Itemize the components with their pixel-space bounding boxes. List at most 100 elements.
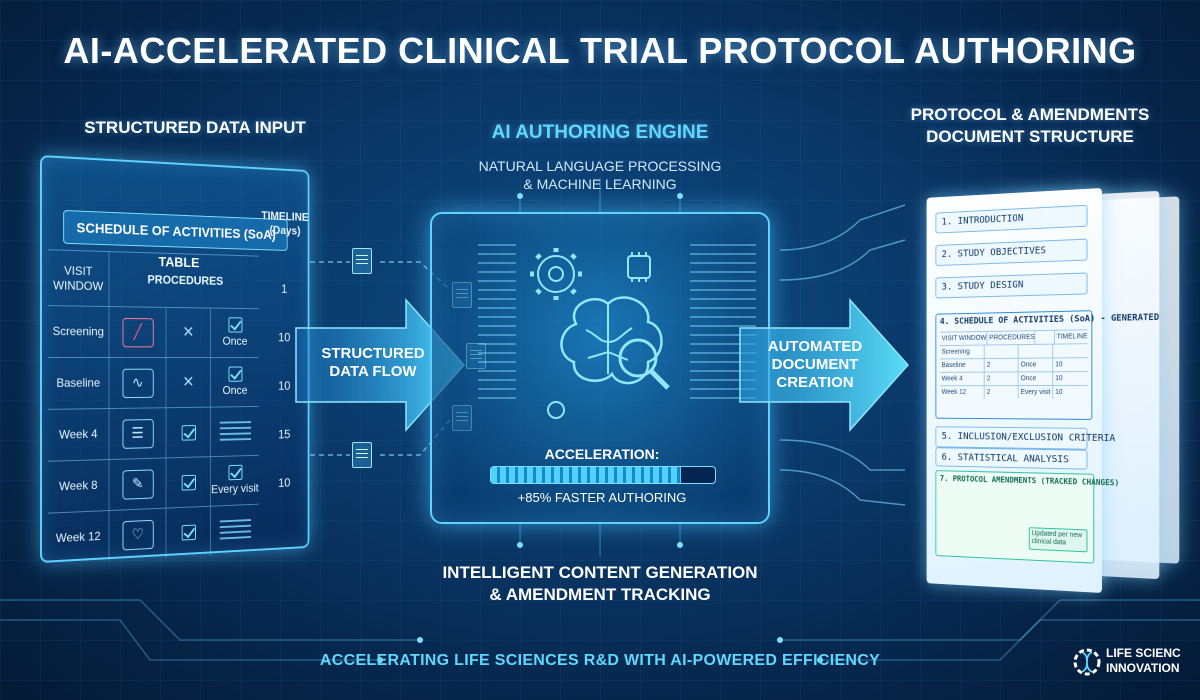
frequency-cell: Every visit [211, 481, 259, 497]
clipboard-icon: ☰ [122, 418, 154, 449]
table-row: Week 12 2 Every visit 10 [939, 385, 1088, 399]
table-cell: VISIT WINDOW [941, 334, 987, 343]
ai-engine-box: ACCELERATION: +85% FASTER AUTHORING [430, 212, 770, 524]
doc-section-criteria: 5. INCLUSION/EXCLUSION CRITERIA [935, 426, 1115, 450]
table-row: Baseline 2 Once 10 [939, 357, 1088, 372]
document-structure-label-line1: PROTOCOL & AMENDMENTS [910, 105, 1150, 124]
doc-section-design: 3. STUDY DESIGN [935, 272, 1088, 299]
table-cell: 2 [984, 386, 1018, 399]
engine-subtitle-line2: & MACHINE LEARNING [523, 176, 677, 193]
brain-icon [530, 248, 670, 419]
table-cell: Once [1017, 358, 1053, 372]
brand-name: LIFE SCIENC INNOVATION [1106, 646, 1181, 676]
table-row: Screening [939, 343, 1088, 359]
table-row: Screening ╱ ✕ Once [47, 305, 259, 358]
engine-subtitle-line1: NATURAL LANGUAGE PROCESSING [478, 158, 722, 174]
check-icon [181, 524, 196, 541]
bottom-caption: INTELLIGENT CONTENT GENERATION & AMENDME… [380, 562, 820, 606]
visit-cell: Screening [52, 324, 104, 339]
document-icon [352, 248, 372, 274]
table-cell: Screening [941, 348, 970, 356]
table-row: Baseline ∿ ✕ Once [47, 357, 259, 409]
gear-icon [537, 255, 575, 293]
doc-section-introduction: 1. INTRODUCTION [935, 204, 1088, 234]
amendments-note: Updated per new clinical data [1028, 526, 1088, 553]
document-structure-label: PROTOCOL & AMENDMENTS DOCUMENT STRUCTURE [890, 104, 1170, 148]
acceleration-note: +85% FASTER AUTHORING [517, 490, 687, 505]
table-cell: Week 12 [941, 389, 967, 396]
table-cell: 2 [984, 372, 1018, 386]
check-icon [228, 317, 242, 333]
table-cell: 10 [1052, 386, 1088, 399]
text-lines-icon [219, 518, 251, 541]
frequency-cell: Once [222, 383, 248, 398]
structured-data-flow-label: STRUCTURED DATA FLOW [321, 345, 425, 380]
table-cell: Baseline [941, 362, 966, 369]
x-mark-icon: ✕ [182, 374, 195, 391]
protocol-document: 1. INTRODUCTION 2. STUDY OBJECTIVES 3. S… [926, 188, 1159, 593]
soa-grid: VISIT WINDOW PROCEDURES Screening ╱ ✕ On… [47, 249, 259, 565]
table-row: Week 8 ✎ Every visit [47, 454, 259, 513]
ecg-monitor-icon: ∿ [122, 368, 154, 398]
frequency-cell: Once [222, 334, 248, 348]
table-cell: TIMELINE [1053, 330, 1088, 344]
table-cell: 10 [1052, 372, 1088, 386]
automated-document-creation-arrow [739, 298, 910, 432]
soa-header-row: VISIT WINDOW PROCEDURES [47, 249, 259, 309]
brand-line1: LIFE SCIENC [1106, 646, 1181, 660]
table-row: Week 4 2 Once 10 [939, 371, 1088, 386]
table-cell [1017, 344, 1053, 358]
structured-data-input-label: STRUCTURED DATA INPUT [84, 118, 306, 137]
engine-label: AI AUTHORING ENGINE [491, 122, 709, 143]
table-cell: Once [1017, 372, 1053, 386]
amendments-title: 7. PROTOCOL AMENDMENTS (TRACKED CHANGES) [939, 474, 1120, 488]
visit-cell: Baseline [56, 376, 101, 391]
generated-soa-grid: VISIT WINDOW PROCEDURES TIMELINE Screeni… [939, 329, 1088, 399]
code-lines-left [478, 244, 516, 404]
acceleration-progress-bar [490, 466, 716, 484]
check-icon [228, 366, 242, 383]
table-cell: 2 [984, 358, 1018, 372]
text-lines-icon [219, 420, 251, 443]
visit-cell: Week 12 [55, 529, 101, 546]
timeline-header: TIMELINE (Days) [261, 208, 309, 238]
table-cell [984, 345, 1018, 359]
visit-window-header: VISIT WINDOW [53, 263, 104, 293]
acceleration-progress-fill [491, 467, 682, 483]
table-row: Week 4 ☰ [47, 405, 259, 461]
timeline-value: 10 [278, 474, 291, 490]
acceleration-label: ACCELERATION: [544, 446, 660, 462]
footer-tagline: ACCELERATING LIFE SCIENCES R&D WITH AI-P… [319, 652, 881, 669]
table-cell: PROCEDURES [986, 331, 1035, 345]
bottom-caption-line2: & AMENDMENT TRACKING [489, 585, 711, 605]
document-structure-label-line2: DOCUMENT STRUCTURE [926, 127, 1134, 147]
check-icon [181, 474, 196, 491]
brand-logo: LIFE SCIENC INNOVATION [1070, 640, 1200, 686]
soa-table-panel: SCHEDULE OF ACTIVITIES (SoA) TABLE TIMEL… [40, 155, 310, 565]
bottom-caption-line1: INTELLIGENT CONTENT GENERATION [442, 563, 758, 582]
document-icon [352, 442, 372, 468]
blood-tube-icon: ╱ [122, 317, 154, 347]
table-cell: Week 4 [941, 375, 963, 383]
table-cell: Every visit [1017, 386, 1053, 399]
table-cell [1034, 330, 1054, 344]
brand-line2: INNOVATION [1106, 661, 1180, 675]
table-row: VISIT WINDOW PROCEDURES TIMELINE [939, 329, 1088, 346]
form-pen-icon: ✎ [122, 468, 154, 500]
procedures-header: PROCEDURES [108, 252, 259, 309]
visit-cell: Week 4 [59, 427, 98, 442]
protocol-amendments-box: 7. PROTOCOL AMENDMENTS (TRACKED CHANGES)… [935, 470, 1120, 564]
x-mark-icon: ✕ [182, 324, 195, 341]
visit-cell: Week 8 [59, 478, 98, 494]
table-cell [1052, 344, 1088, 358]
table-cell: 10 [1052, 358, 1088, 372]
doc-section-objectives: 2. STUDY OBJECTIVES [935, 238, 1088, 267]
gear-dna-icon [1073, 648, 1101, 676]
heart-monitor-icon: ♡ [122, 519, 154, 551]
soa-table-title: SCHEDULE OF ACTIVITIES (SoA) TABLE [63, 209, 288, 270]
page-title: AI-ACCELERATED CLINICAL TRIAL PROTOCOL A… [63, 30, 1137, 71]
generated-soa-table: 4. SCHEDULE OF ACTIVITIES (SoA) - GENERA… [935, 310, 1159, 420]
check-icon [228, 465, 242, 481]
doc-section-statistics: 6. STATISTICAL ANALYSIS [935, 447, 1088, 470]
